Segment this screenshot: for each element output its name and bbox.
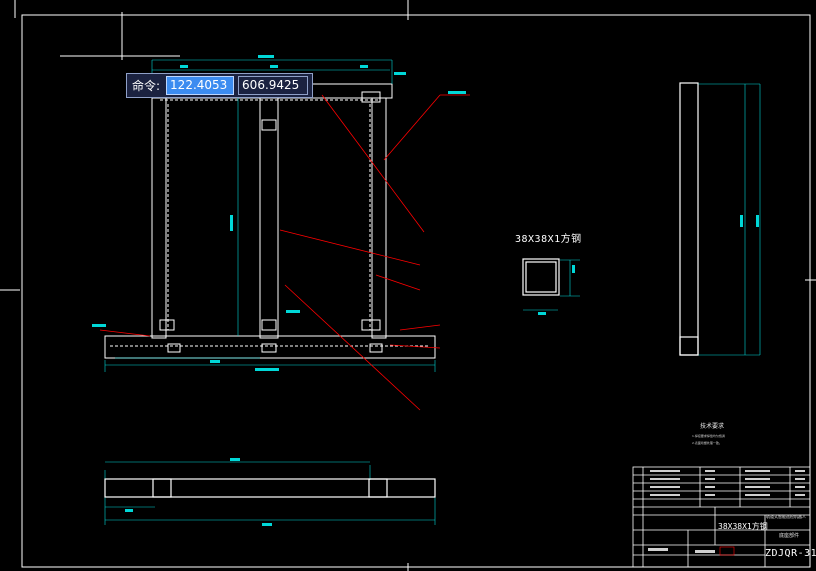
title-block-fill-marks bbox=[648, 470, 805, 553]
title-block-part-name: 38X38X1方钢 bbox=[718, 522, 768, 531]
tech-note-1: 1.焊接要求焊缝均匀饱满 bbox=[692, 434, 725, 438]
title-block bbox=[632, 466, 811, 568]
title-block-assembly-name: 底座部件 bbox=[779, 533, 800, 539]
dimension-lines bbox=[104, 59, 761, 525]
drawing-frame bbox=[21, 14, 811, 568]
title-block-unit-name: 轨道式智能巡检机器人 bbox=[766, 514, 806, 519]
x-coordinate-input[interactable]: 122.4053 bbox=[166, 76, 235, 95]
title-block-red-marks bbox=[719, 546, 735, 556]
command-line-overlay[interactable]: 命令: 122.4053 606.9425 bbox=[126, 73, 314, 98]
front-view bbox=[104, 83, 436, 359]
dimension-texts bbox=[92, 55, 759, 526]
side-view bbox=[679, 82, 699, 356]
tech-requirements-title: 技术要求 bbox=[700, 423, 725, 430]
square-tube-section bbox=[522, 258, 560, 296]
title-block-drawing-code: ZDJQR-31 bbox=[765, 548, 816, 559]
bottom-view bbox=[104, 478, 436, 498]
tech-note-2: 2.表面喷塑处理一致。 bbox=[692, 441, 722, 445]
y-coordinate-input[interactable]: 606.9425 bbox=[238, 76, 309, 95]
command-label: 命令: bbox=[132, 79, 161, 93]
profile-label: 38X38X1方钢 bbox=[515, 234, 582, 245]
leader-lines bbox=[99, 87, 470, 411]
